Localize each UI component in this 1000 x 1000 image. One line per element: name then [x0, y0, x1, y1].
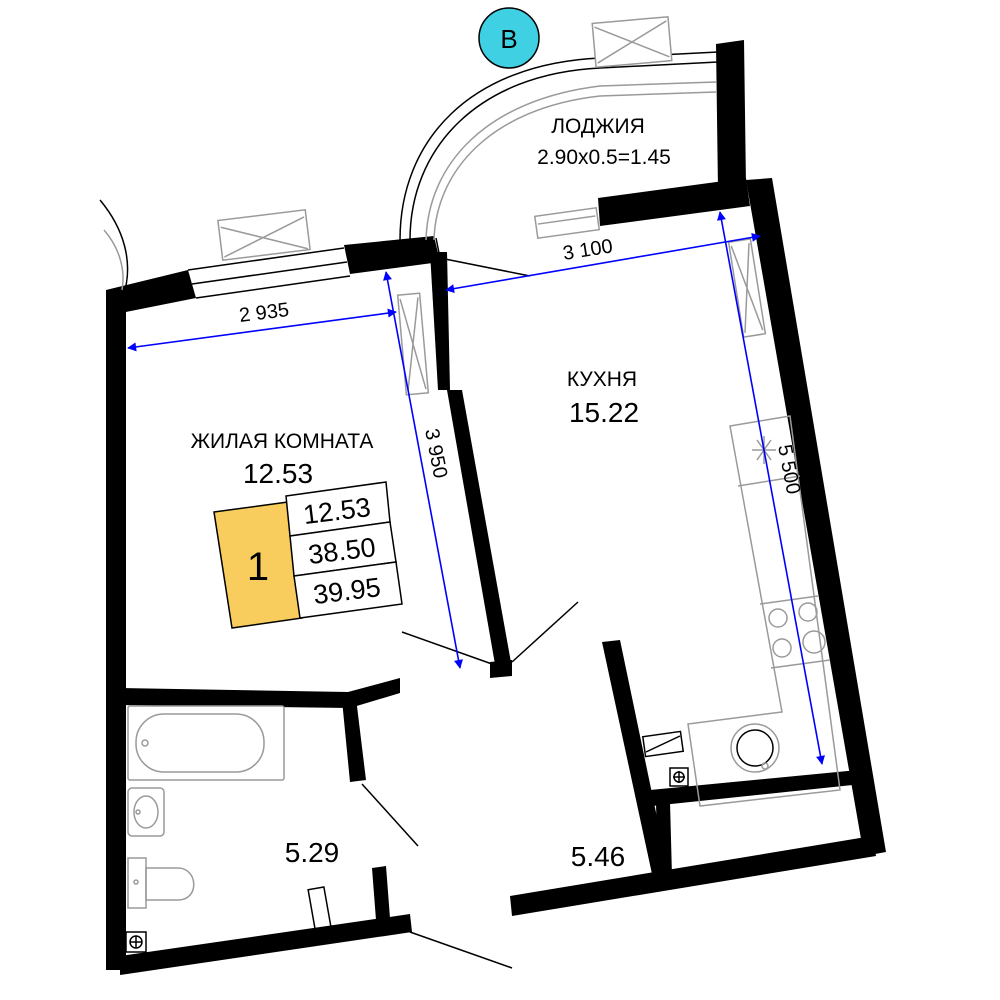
room-name-loggia: ЛОДЖИЯ: [551, 115, 645, 138]
bathtub-icon: [127, 705, 285, 781]
wall-storage-top: [650, 770, 862, 806]
wall-living-top-right: [344, 236, 440, 274]
dimensions: [127, 211, 825, 765]
sink-icon: [127, 787, 165, 837]
dim-line-kitchen-width: [445, 232, 761, 294]
wall-bathroom-top: [120, 678, 400, 708]
wall-bathroom-right-lower: [372, 866, 390, 920]
room-formula-loggia: 2.90х0.5=1.45: [537, 146, 671, 169]
socket-icon: [125, 767, 689, 953]
wall-bathroom-bottom: [120, 914, 412, 975]
dim-kitchen-width-label: 3 100: [561, 235, 614, 265]
apartment-tag: [213, 481, 403, 629]
wall-kitchen-top: [598, 178, 750, 226]
room-name-kitchen: КУХНЯ: [567, 368, 637, 391]
wall-partition-lower: [447, 390, 512, 670]
wall-partition-end: [490, 660, 512, 678]
bathtub-inner: [135, 713, 265, 773]
orientation-badge-label: В: [500, 24, 517, 54]
loggia-outline: [99, 51, 719, 291]
room-area-living: 12.53: [243, 458, 313, 489]
washbasin-icon: [730, 723, 780, 773]
dim-living-depth-label: 3 950: [420, 427, 451, 480]
walls: [106, 40, 886, 975]
dim-line-kitchen-depth: [717, 211, 825, 765]
room-area-hallway: 5.46: [571, 841, 626, 872]
apartment-tag-row-3: [293, 561, 403, 619]
room-name-living: ЖИЛАЯ КОМНАТА: [191, 430, 374, 453]
toilet-icon: [127, 857, 195, 909]
room-area-bathroom: 5.29: [285, 837, 340, 868]
wall-living-left: [106, 290, 126, 970]
boiler: [641, 730, 685, 758]
wall-kitchen-right: [746, 178, 886, 856]
orientation-badge: [478, 7, 540, 69]
wall-hall-left: [602, 640, 668, 874]
dim-line-living-depth: [383, 271, 463, 669]
wall-loggia-right: [716, 40, 746, 190]
wall-hall-bottom: [510, 836, 876, 916]
wall-living-top-left: [106, 270, 196, 312]
room-area-kitchen: 15.22: [569, 397, 639, 428]
apartment-rooms-count: 1: [247, 545, 269, 589]
dim-line-living-width: [127, 308, 397, 352]
wall-bathroom-right: [342, 698, 366, 782]
dim-living-width-label: 2 935: [238, 299, 290, 327]
wall-storage-left: [656, 802, 672, 878]
wall-partition: [430, 252, 450, 390]
door-icon: [307, 257, 579, 969]
